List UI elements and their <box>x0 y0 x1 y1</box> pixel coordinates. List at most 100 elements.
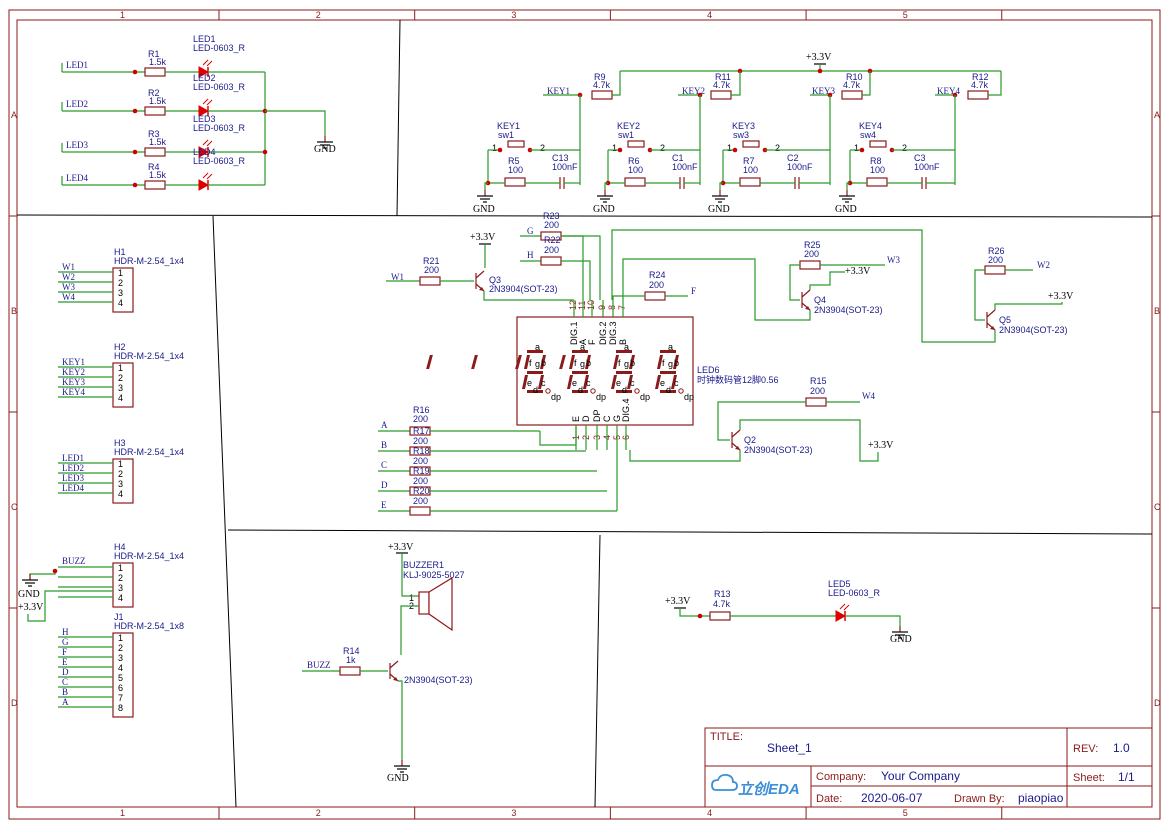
transistor-arrow <box>479 287 484 291</box>
segment-net-label: F <box>691 286 696 296</box>
pullup-ref: R10 <box>846 72 863 82</box>
segment-d <box>527 390 543 393</box>
wire <box>719 182 723 190</box>
segment-f <box>515 355 522 369</box>
grid-column-label: 4 <box>707 808 712 818</box>
header-pin-number: 1 <box>118 268 123 278</box>
segment-f <box>559 355 566 369</box>
header-net-label: W2 <box>62 272 75 282</box>
segment-label: g <box>668 359 673 369</box>
display-pin-number: 11 <box>577 301 587 310</box>
pullup-value: 4.7k <box>713 80 731 90</box>
key-value: sw4 <box>860 130 876 140</box>
net-label: KEY3 <box>812 86 835 96</box>
pullup-value: 4.7k <box>843 80 861 90</box>
key-ref: KEY4 <box>859 121 882 131</box>
resistor-body <box>644 291 666 301</box>
header-net-label: F <box>62 647 67 657</box>
gnd-label: GND <box>835 204 857 215</box>
resistor-body <box>540 256 562 266</box>
key-switch-icon <box>627 140 645 148</box>
header-ref: J1 <box>114 612 124 622</box>
junction-dot <box>697 613 703 619</box>
header-ref: H2 <box>114 342 126 352</box>
segment-res-value: 200 <box>544 245 559 255</box>
grid-column-label: 2 <box>316 10 321 20</box>
header-pin-number: 4 <box>118 663 123 673</box>
segment-res-value: 200 <box>413 414 428 424</box>
cap-ref: C13 <box>552 153 569 163</box>
segment-label: b <box>674 358 679 368</box>
segment-label: a <box>535 342 540 352</box>
ground-symbol <box>839 190 855 203</box>
header-value: HDR-M-2.54_1x4 <box>114 551 184 561</box>
pullup-ref: R12 <box>972 72 989 82</box>
key-switch-icon <box>869 140 887 148</box>
grid-row-label: B <box>11 306 17 316</box>
header-net-label: LED3 <box>62 473 84 483</box>
header-net-label: C <box>62 677 68 687</box>
led-triangle <box>198 66 210 78</box>
resistor-body <box>339 666 361 676</box>
display-pin-label: A <box>578 339 588 345</box>
led-ref: LED1 <box>193 34 216 44</box>
led-triangle <box>198 146 210 158</box>
wire <box>539 425 577 446</box>
q2-transistor <box>731 429 741 451</box>
header-net-label: KEY3 <box>62 377 85 387</box>
cap-ref: C3 <box>914 153 926 163</box>
display-pin-label: DIG.1 <box>569 321 579 345</box>
junction-dot <box>817 68 823 74</box>
header-pin-number: 2 <box>118 643 123 653</box>
q4-transistor <box>801 289 811 311</box>
ground-symbol <box>317 136 333 149</box>
header-net-label: KEY1 <box>62 357 85 367</box>
header-pin-number: 3 <box>118 383 123 393</box>
segment-g <box>660 371 676 374</box>
segment-label: a <box>668 342 673 352</box>
segment-e <box>567 375 573 389</box>
segment-f <box>426 355 433 369</box>
buzzer-vcc-label: +3.3V <box>388 542 414 553</box>
display-pin-label: D <box>581 415 591 422</box>
series-res-value: 100 <box>508 165 523 175</box>
grid-column-label: 1 <box>120 808 125 818</box>
segment-a <box>660 350 676 353</box>
buzzer-value: KLJ-9025-5027 <box>403 570 465 580</box>
header-net-label: B <box>62 687 68 697</box>
segment-f-shape <box>657 355 663 369</box>
header-net-label: H <box>62 627 69 637</box>
header-body <box>112 632 134 718</box>
segment-label: dp <box>684 392 694 402</box>
segment-label: e <box>527 378 532 388</box>
display-pin-number: 12 <box>568 300 578 310</box>
power-led-gnd-label: GND <box>890 634 912 645</box>
vcc-label: +3.3V <box>1048 291 1074 302</box>
junction-dot <box>132 108 138 114</box>
buzzer-ref: BUZZER1 <box>403 560 444 570</box>
resistor-body <box>144 67 166 77</box>
grid-column-label: 4 <box>707 10 712 20</box>
led-arrow <box>206 99 213 106</box>
segment-c <box>671 375 677 389</box>
wire <box>679 608 710 617</box>
header-ref: H3 <box>114 438 126 448</box>
cap-value: 100nF <box>787 162 813 172</box>
header-ref: H1 <box>114 247 126 257</box>
wire <box>629 450 741 462</box>
header-pin-number: 1 <box>118 459 123 469</box>
transistor-collector <box>731 429 741 438</box>
resistor-ref: R2 <box>148 88 160 98</box>
driver-transistor-ref: Q5 <box>999 315 1011 325</box>
segment-label: c <box>630 378 635 388</box>
display-value: 时钟数码管12脚0.56 <box>697 374 779 385</box>
display-pin-number: 7 <box>617 305 627 310</box>
resistor-value: 1.5k <box>149 137 167 147</box>
series-res-ref: R8 <box>870 156 882 166</box>
led-arrow <box>202 59 209 66</box>
led-value: LED-0603_R <box>193 43 246 53</box>
header-pin-number: 7 <box>118 693 123 703</box>
pullup-ref: R9 <box>594 72 606 82</box>
resistor-value: 1.5k <box>149 57 167 67</box>
resistor-body <box>624 177 646 187</box>
